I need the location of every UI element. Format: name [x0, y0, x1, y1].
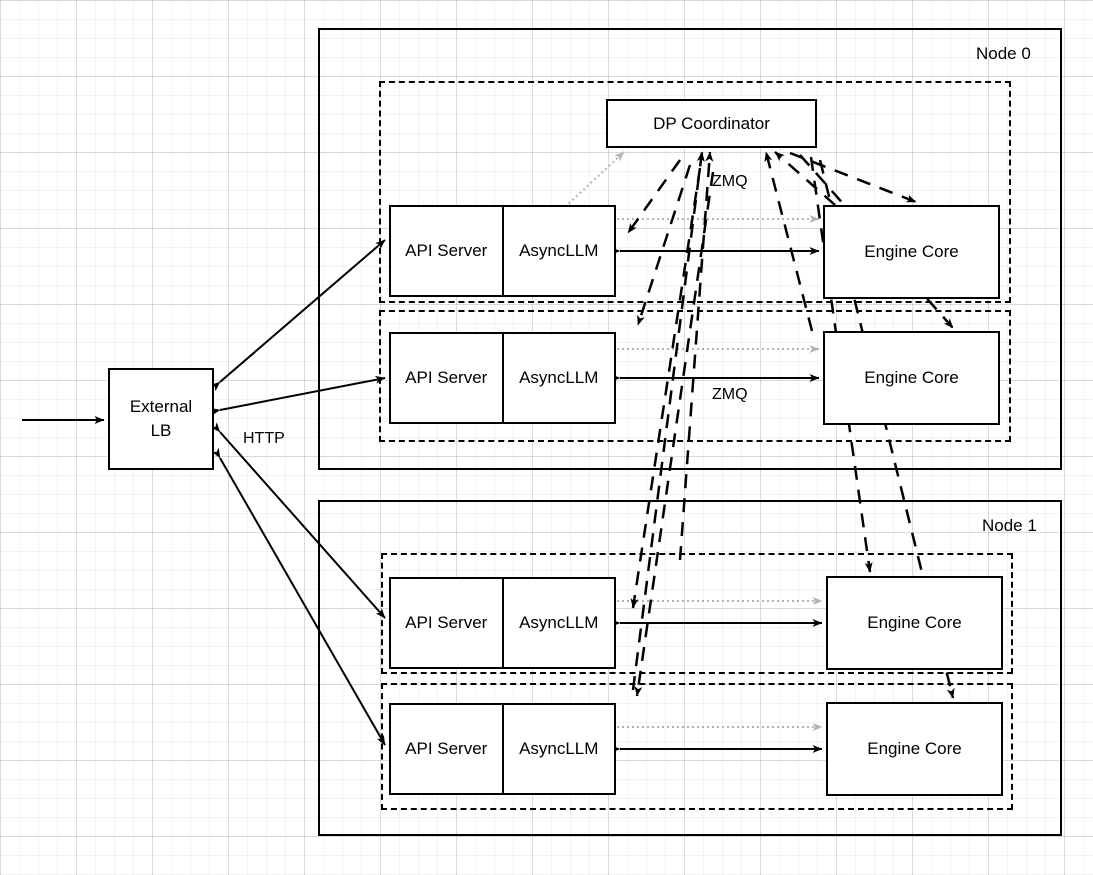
node1-group-1: [381, 683, 1013, 810]
node1-engine-core-1[interactable]: Engine Core: [826, 702, 1003, 796]
node0-engine-core-0[interactable]: Engine Core: [823, 205, 1000, 299]
external-lb-box[interactable]: External LB: [108, 368, 214, 470]
asyncllm-label: AsyncLLM: [519, 368, 599, 387]
node1-group-0: [381, 553, 1013, 674]
api-server-label: API Server: [391, 207, 504, 295]
api-server-label: API Server: [391, 334, 504, 422]
node1-api-unit-0[interactable]: API Server AsyncLLM: [389, 577, 616, 669]
node1-api-unit-1[interactable]: API Server AsyncLLM: [389, 703, 616, 795]
zmq-label-top: ZMQ: [712, 173, 748, 190]
http-label: HTTP: [243, 430, 285, 447]
node0-group-1: [379, 310, 1011, 442]
asyncllm-label: AsyncLLM: [519, 241, 599, 260]
node-0-box: [318, 28, 1062, 470]
dp-coordinator-box[interactable]: DP Coordinator: [606, 99, 817, 148]
asyncllm-label: AsyncLLM: [519, 613, 599, 632]
asyncllm-label: AsyncLLM: [519, 739, 599, 758]
api-server-label: API Server: [391, 705, 504, 793]
node1-engine-core-0[interactable]: Engine Core: [826, 576, 1003, 670]
node-1-box: [318, 500, 1062, 836]
external-lb-label-line2: LB: [150, 421, 172, 440]
zmq-label-bottom: ZMQ: [712, 386, 748, 403]
node0-api-unit-1[interactable]: API Server AsyncLLM: [389, 332, 616, 424]
node-0-label: Node 0: [976, 44, 1031, 63]
api-server-label: API Server: [391, 579, 504, 667]
external-lb-label-line1: External: [129, 397, 193, 416]
node0-group-0: [379, 81, 1011, 303]
node0-api-unit-0[interactable]: API Server AsyncLLM: [389, 205, 616, 297]
node0-engine-core-1[interactable]: Engine Core: [823, 331, 1000, 425]
node-1-label: Node 1: [982, 516, 1037, 535]
